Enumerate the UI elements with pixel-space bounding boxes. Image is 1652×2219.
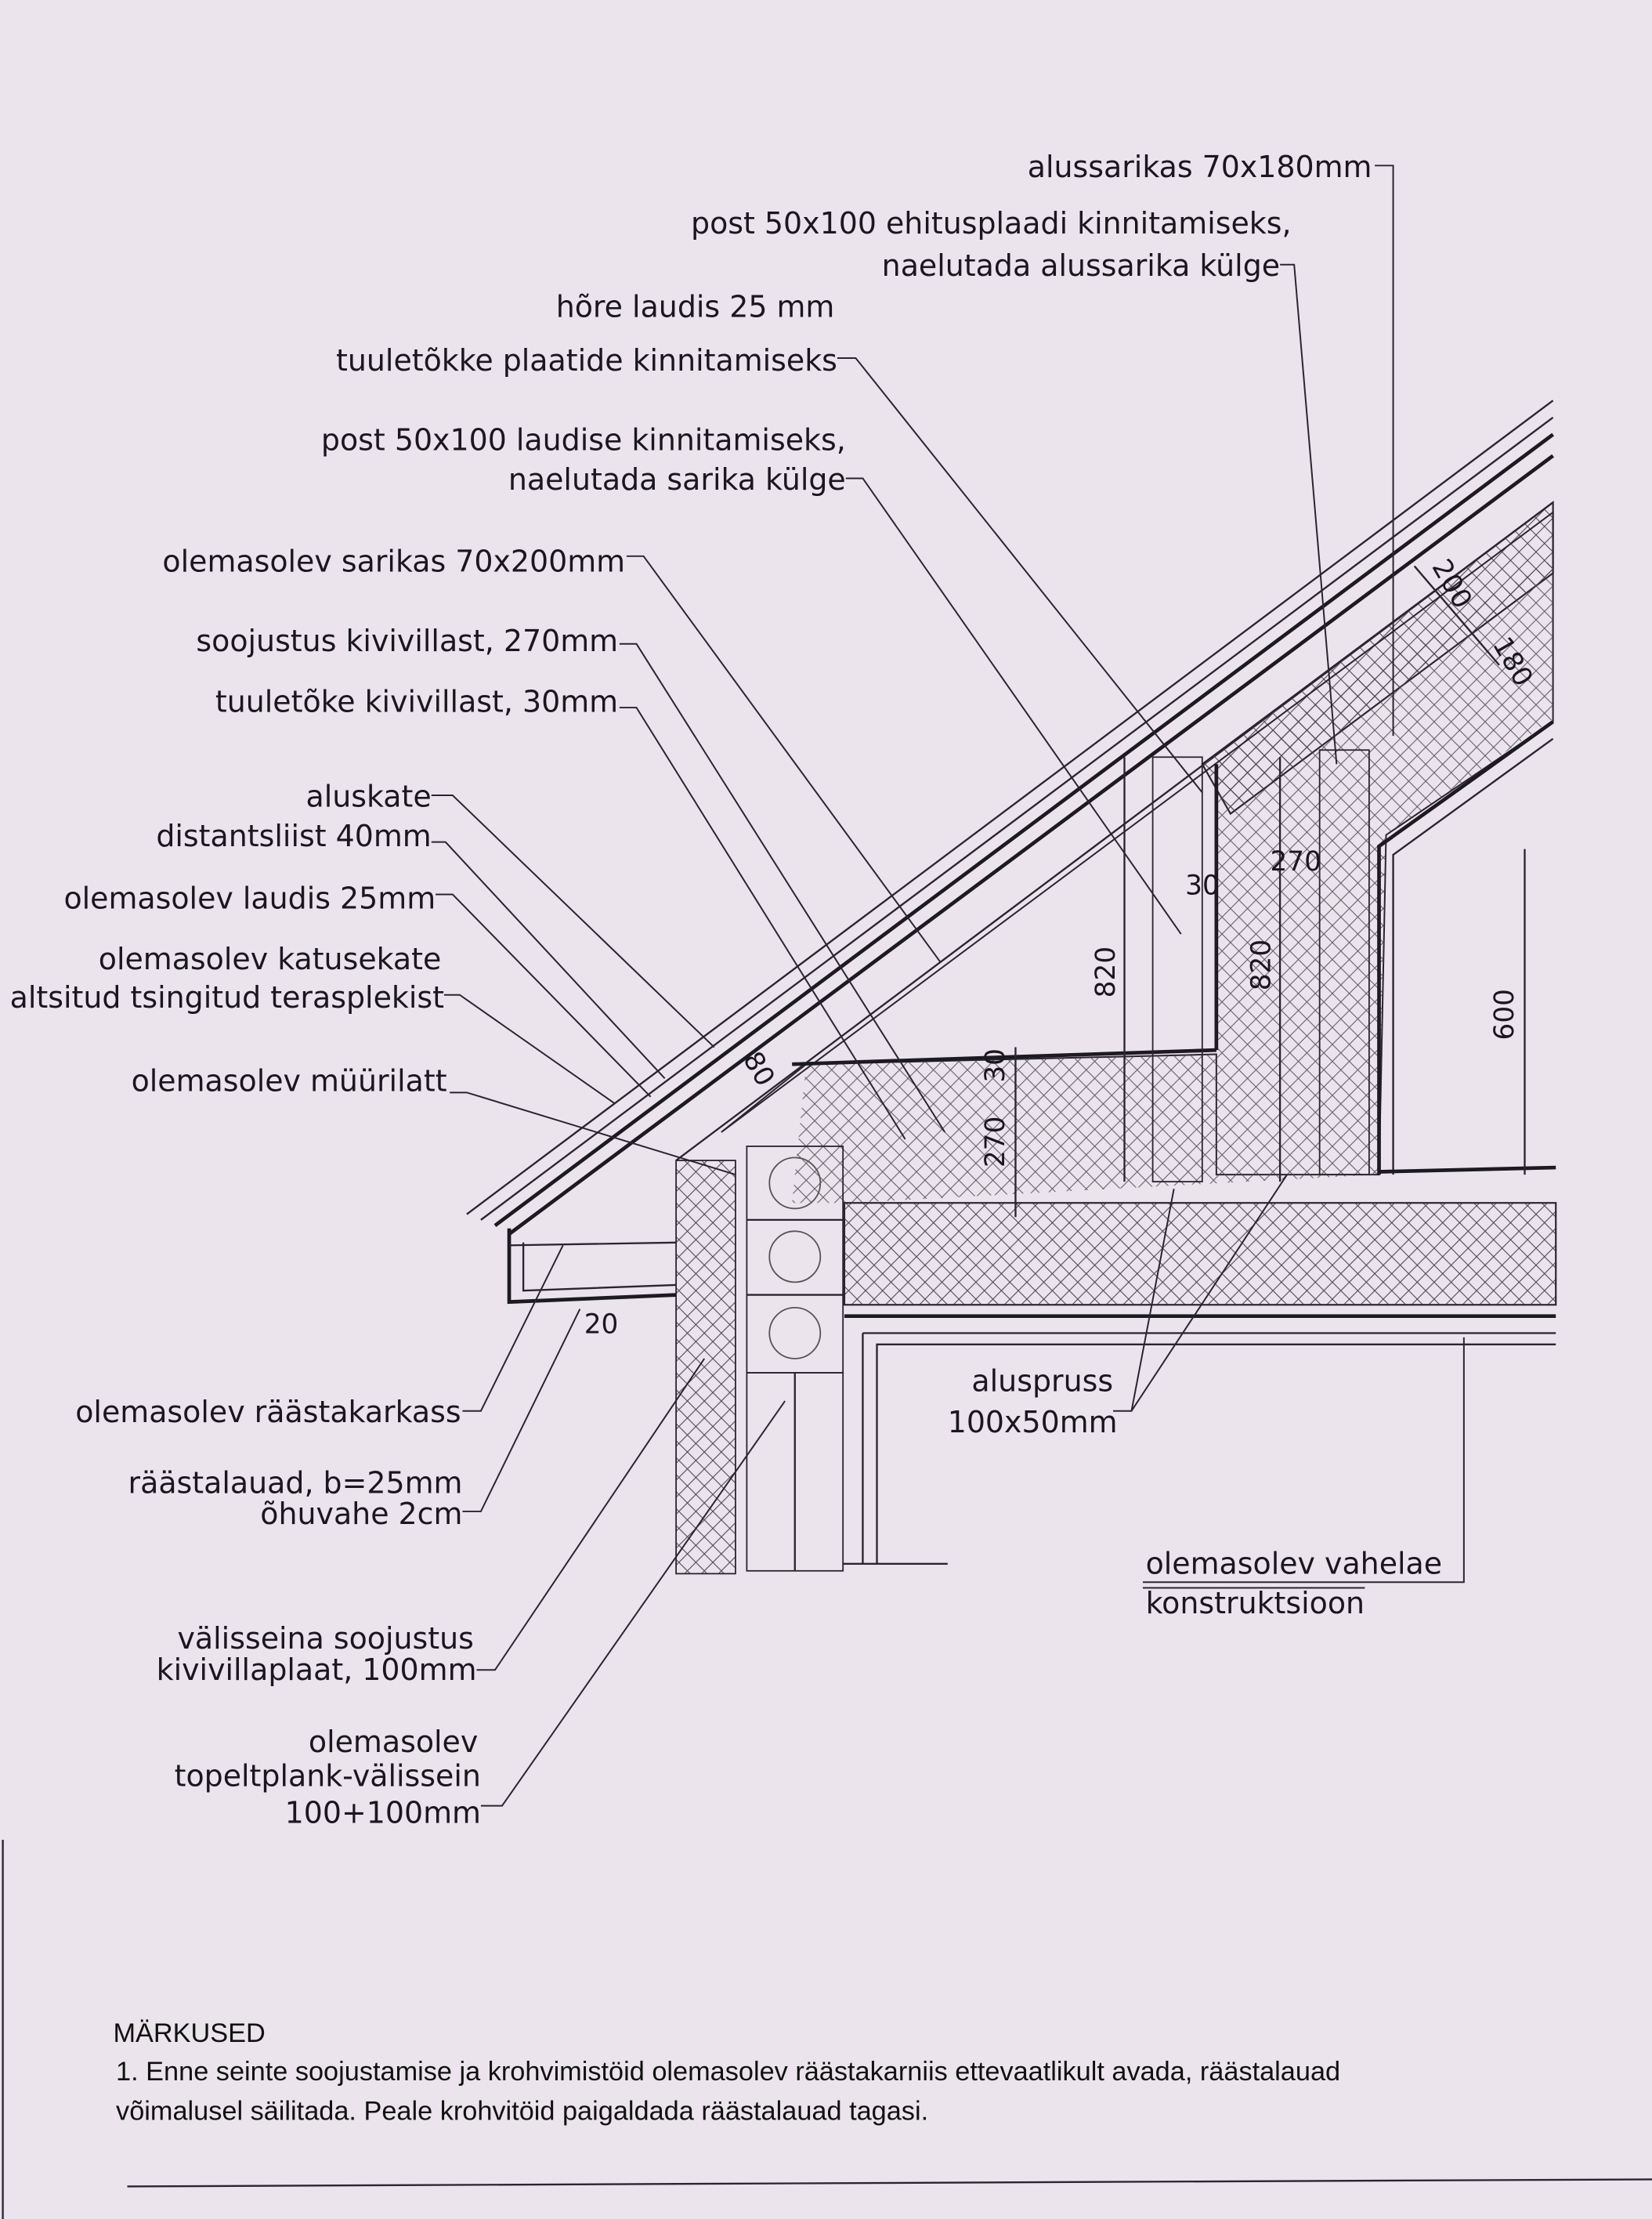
label-post-laudise-2: naelutada sarika külge [508, 462, 846, 497]
label-post-laudise-1: post 50x100 laudise kinnitamiseks, [321, 422, 846, 457]
label-topeltplank-3: 100+100mm [285, 1795, 481, 1830]
label-laudis: olemasolev laudis 25mm [63, 881, 436, 916]
label-valisseina-1: välisseina soojustus [177, 1621, 473, 1656]
exterior-wall [675, 1146, 948, 1575]
label-vahelae-1: olemasolev vahelae [1146, 1546, 1443, 1580]
label-aluspruss-2: 100x50mm [948, 1405, 1118, 1439]
label-raastalauad-1: räästalauad, b=25mm [128, 1465, 463, 1500]
label-topeltplank-1: olemasolev [309, 1725, 478, 1759]
eave-box [507, 1228, 677, 1305]
dim-600: 600 [1489, 989, 1520, 1040]
label-raastalauad-2: õhuvahe 2cm [260, 1497, 462, 1531]
label-katusekate-1: olemasolev katusekate [99, 942, 442, 976]
label-alussarikas: alussarikas 70x180mm [1028, 150, 1372, 184]
dim-820-left: 820 [1090, 947, 1122, 997]
dim-20: 20 [584, 1309, 619, 1340]
label-muurilatt: olemasolev müürilatt [132, 1064, 447, 1099]
label-topeltplank-2: topeltplank-välissein [175, 1758, 481, 1793]
label-raastakarkass: olemasolev räästakarkass [75, 1395, 461, 1429]
label-sarikas: olemasolev sarikas 70x200mm [162, 545, 625, 579]
label-tuuletoke: tuuletõke kivivillast, 30mm [215, 684, 618, 719]
label-katusekate-2: altsitud tsingitud terasplekist [10, 980, 444, 1015]
label-valisseina-2: kivivillaplaat, 100mm [157, 1652, 477, 1687]
frame-border-bottom [127, 2178, 1652, 2188]
label-post-ehitusplaadi-1: post 50x100 ehitusplaadi kinnitamiseks, [691, 206, 1292, 241]
label-distantsliist: distantsliist 40mm [156, 819, 431, 853]
dim-270-top: 270 [1270, 846, 1321, 878]
notes-section: MÄRKUSED 1. Enne seinte soojustamise ja … [113, 2018, 1340, 2126]
dim-270-floor: 270 [980, 1117, 1011, 1167]
dim-820-right: 820 [1245, 939, 1277, 990]
label-aluskate: aluskate [306, 779, 432, 813]
label-hore-laudis-2: tuuletõkke plaatide kinnitamiseks [336, 343, 837, 378]
label-hore-laudis-1: hõre laudis 25 mm [556, 290, 835, 324]
label-vahelae-2: konstruktsioon [1146, 1586, 1365, 1620]
notes-line-1: 1. Enne seinte soojustamise ja krohvimis… [116, 2057, 1340, 2087]
interior-wall [1151, 720, 1554, 1183]
leader-lines [431, 165, 1465, 1807]
dimension-lines [1014, 565, 1526, 1218]
label-soojustus: soojustus kivivillast, 270mm [196, 624, 618, 658]
dim-30-top: 30 [1185, 870, 1220, 901]
label-aluspruss-1: aluspruss [971, 1363, 1113, 1398]
label-post-ehitusplaadi-2: naelutada alussarika külge [882, 248, 1280, 283]
floor-slab [843, 1165, 1557, 1564]
notes-line-2: võimalusel säilitada. Peale krohvitöid p… [116, 2097, 928, 2127]
notes-title: MÄRKUSED [113, 2018, 265, 2048]
dim-30-floor: 30 [980, 1048, 1011, 1083]
callout-labels-right: aluspruss 100x50mm olemasolev vahelae ko… [948, 1363, 1442, 1620]
callout-labels: alussarikas 70x180mm post 50x100 ehitusp… [10, 150, 1372, 1830]
